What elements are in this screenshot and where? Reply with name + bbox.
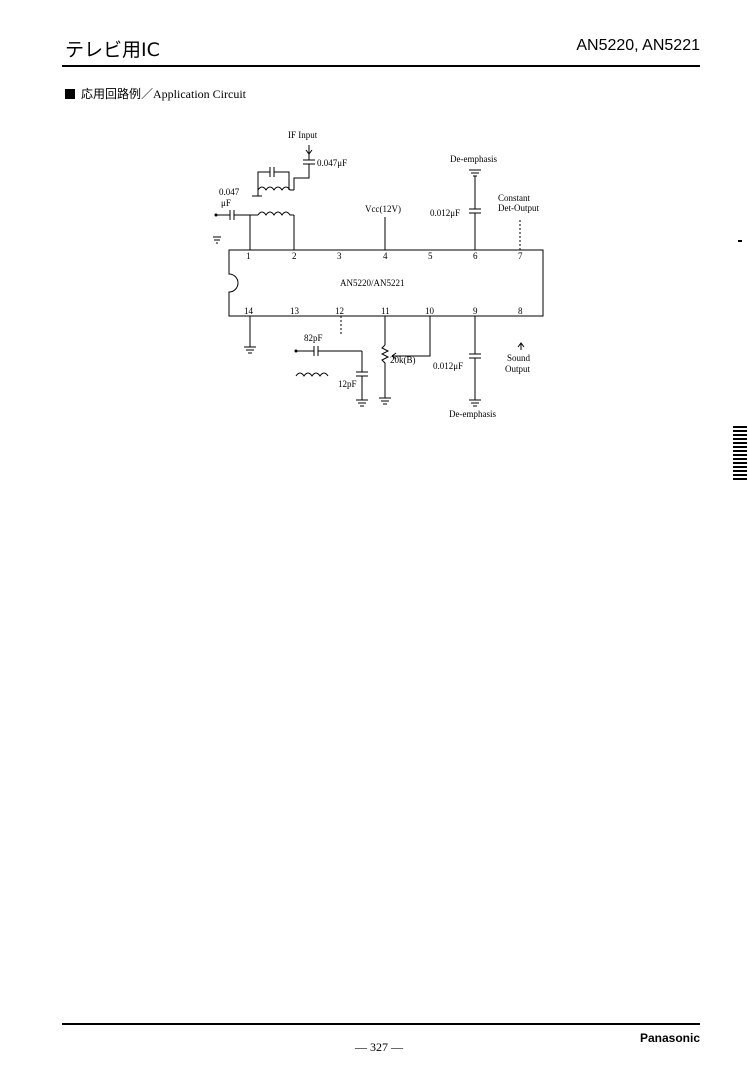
cap-0047-top: 0.047μF bbox=[317, 158, 347, 168]
deemph-bottom-ground-icon bbox=[469, 399, 481, 407]
if-input-arrow-icon bbox=[305, 149, 313, 155]
top-pins: 1 2 3 4 5 6 7 bbox=[246, 251, 523, 261]
pin-9: 9 bbox=[473, 306, 478, 316]
left-ground-icon bbox=[213, 236, 221, 244]
cap-0012-top: 0.012μF bbox=[430, 208, 460, 218]
pin-1: 1 bbox=[246, 251, 251, 261]
section-title: 応用回路例／Application Circuit bbox=[81, 87, 246, 101]
deemph-bottom-label: De-emphasis bbox=[449, 409, 496, 419]
pin-14: 14 bbox=[244, 306, 254, 316]
pin-10: 10 bbox=[425, 306, 435, 316]
header-rule bbox=[62, 65, 700, 67]
sound-label-2: Output bbox=[505, 364, 531, 374]
pin-6: 6 bbox=[473, 251, 478, 261]
sound-label-1: Sound bbox=[507, 353, 531, 363]
lower-coil bbox=[257, 211, 294, 216]
upper-cap bbox=[257, 167, 290, 190]
input-terminal-icon bbox=[214, 213, 218, 217]
cap-0047-left-2: μF bbox=[221, 198, 231, 208]
pin-4: 4 bbox=[383, 251, 388, 261]
cap-82pf: 82pF bbox=[304, 333, 323, 343]
deemph-top-label: De-emphasis bbox=[450, 154, 497, 164]
if-input-label: IF Input bbox=[288, 130, 318, 140]
pin-8: 8 bbox=[518, 306, 523, 316]
pin-11: 11 bbox=[381, 306, 390, 316]
constant-label-1: Constant bbox=[498, 193, 531, 203]
part-number-heading: AN5220, AN5221 bbox=[576, 37, 700, 54]
ic-label: AN5220/AN5221 bbox=[340, 278, 405, 288]
12pf-ground-icon bbox=[356, 399, 368, 407]
pot-ground-icon bbox=[379, 397, 391, 405]
pin-2: 2 bbox=[292, 251, 297, 261]
input-cap bbox=[216, 210, 258, 220]
ic-body bbox=[228, 249, 544, 317]
coil-bottom bbox=[295, 372, 329, 377]
sound-output-arrow-icon bbox=[517, 342, 525, 350]
page-header-title: テレビ用IC bbox=[65, 39, 160, 61]
square-bullet-icon bbox=[65, 89, 75, 99]
pin-12: 12 bbox=[335, 306, 344, 316]
if-input-wire bbox=[293, 145, 315, 190]
upper-coil bbox=[257, 186, 294, 191]
brand-logo: Panasonic bbox=[639, 1031, 700, 1045]
page-number: — 327 — bbox=[355, 1040, 403, 1054]
pot-wiper-arrow-icon bbox=[391, 352, 397, 360]
vcc-label: Vcc(12V) bbox=[365, 204, 401, 214]
footer-rule bbox=[62, 1023, 700, 1025]
cap-82pf-symbol bbox=[296, 346, 362, 356]
pot-label: 20k(B) bbox=[390, 355, 416, 365]
pin-13: 13 bbox=[290, 306, 300, 316]
section-heading: 応用回路例／Application Circuit bbox=[65, 85, 246, 102]
pin14-ground-icon bbox=[244, 346, 256, 354]
cap-0047-left-1: 0.047 bbox=[219, 187, 240, 197]
pin-7: 7 bbox=[518, 251, 523, 261]
section-tab-marker bbox=[733, 426, 747, 482]
cap-12pf: 12pF bbox=[338, 379, 357, 389]
bottom-pins: 14 13 12 11 10 9 8 bbox=[244, 306, 523, 316]
cap-0012-bottom: 0.012μF bbox=[433, 361, 463, 371]
constant-label-2: Det-Output bbox=[498, 203, 539, 213]
pin9-cap bbox=[469, 316, 481, 400]
potentiometer bbox=[380, 344, 390, 398]
deemph-top-ground-icon bbox=[469, 169, 481, 177]
deemph-top-cap bbox=[469, 176, 481, 250]
pin10-wire bbox=[392, 316, 431, 357]
cap-12pf-symbol bbox=[356, 351, 368, 400]
pin-3: 3 bbox=[337, 251, 342, 261]
pin-5: 5 bbox=[428, 251, 433, 261]
coil-tap bbox=[252, 190, 262, 197]
edge-tick-mark bbox=[738, 240, 742, 242]
82pf-terminal-icon bbox=[294, 349, 298, 353]
